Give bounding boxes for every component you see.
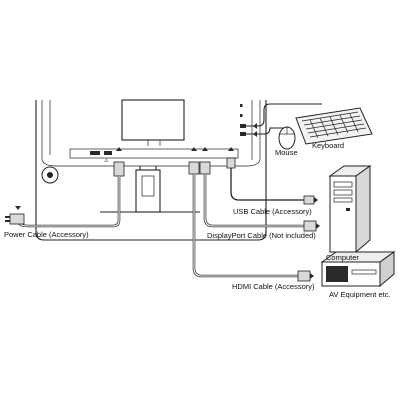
displayport-cable-label: DisplayPort Cable (Not included) xyxy=(207,231,316,240)
power-cable-label: Power Cable (Accessory) xyxy=(4,230,89,239)
stand xyxy=(100,166,200,213)
svg-text:⚠: ⚠ xyxy=(104,158,109,164)
hdmi-cable xyxy=(188,161,311,282)
keyboard-label: Keyboard xyxy=(312,141,344,150)
power-button-icon xyxy=(41,166,59,184)
av-equipment-label: AV Equipment etc. xyxy=(329,290,391,299)
power-cable xyxy=(5,161,125,228)
displayport-cable xyxy=(199,161,317,232)
mouse-label: Mouse xyxy=(275,148,298,157)
monitor-back: ⚠ xyxy=(35,99,267,241)
connection-arrows xyxy=(15,147,320,279)
computer-label: Computer xyxy=(326,253,359,262)
usb-cable xyxy=(226,157,315,205)
av-equipment-icon xyxy=(320,251,396,288)
mouse-icon xyxy=(278,126,296,150)
computer-icon xyxy=(328,165,372,254)
keyboard-icon xyxy=(295,107,373,145)
usb-hub-cables xyxy=(240,103,322,137)
usb-cable-label: USB Cable (Accessory) xyxy=(233,207,312,216)
hdmi-cable-label: HDMI Cable (Accessory) xyxy=(232,282,315,291)
